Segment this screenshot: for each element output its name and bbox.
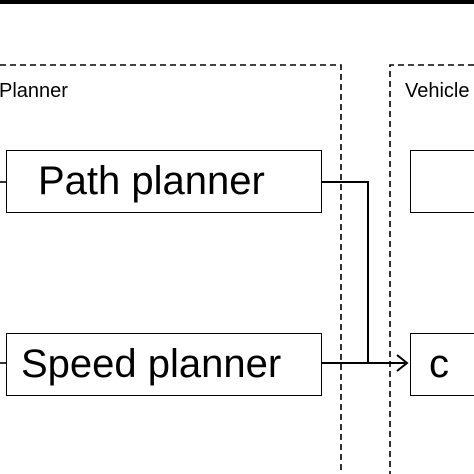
vehicle-block-bottom[interactable]: c bbox=[410, 333, 474, 396]
path-planner-label: Path planner bbox=[38, 159, 265, 203]
arrowhead-icon bbox=[396, 354, 409, 372]
vehicle-group-border bbox=[389, 64, 474, 474]
speed-planner-block[interactable]: Speed planner bbox=[6, 333, 322, 396]
path-planner-block[interactable]: Path planner bbox=[6, 150, 322, 213]
path-planner-output-connector bbox=[322, 181, 369, 363]
vehicle-block-bottom-label: c bbox=[429, 342, 449, 386]
vehicle-group-label: Vehicle bbox=[405, 80, 470, 102]
planner-group-label: Planner bbox=[0, 80, 68, 102]
vehicle-block-top[interactable] bbox=[410, 150, 474, 213]
speed-planner-label: Speed planner bbox=[21, 342, 282, 386]
planner-group-border bbox=[0, 64, 342, 474]
